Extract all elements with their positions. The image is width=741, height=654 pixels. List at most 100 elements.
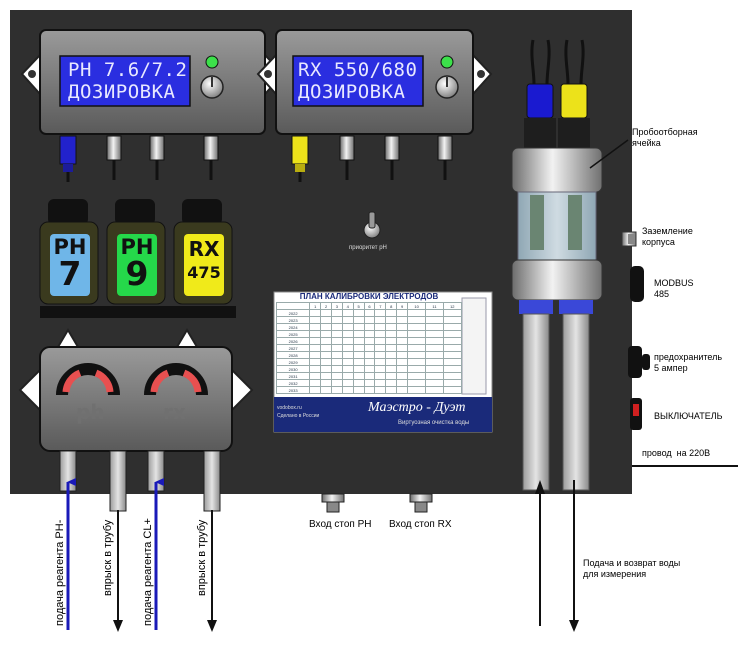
calibration-cell	[341, 337, 354, 345]
ph-electrode-cap	[526, 83, 554, 119]
calibration-cell	[363, 337, 376, 345]
calibration-cell	[341, 358, 354, 366]
calibration-cell	[341, 316, 354, 324]
calibration-cell	[425, 309, 444, 317]
calibration-cell	[330, 379, 343, 387]
calibration-cell	[396, 386, 408, 394]
calibration-cell	[352, 386, 365, 394]
calibration-cell	[341, 323, 354, 331]
calibration-cell	[374, 344, 387, 352]
calibration-month-6: 6	[363, 302, 376, 310]
calibration-cell	[442, 337, 463, 345]
rx-lcd-line2: ДОЗИРОВКА	[298, 81, 406, 103]
calibration-year-2032: 2032	[275, 379, 311, 387]
calibration-cell	[330, 351, 343, 359]
calibration-cell	[341, 372, 354, 380]
calibration-cell	[352, 330, 365, 338]
switch-label: ВЫКЛЮЧАТЕЛЬ	[654, 411, 723, 421]
calibration-cell	[320, 351, 332, 359]
calibration-cell	[320, 379, 332, 387]
calibration-year-row: 2032	[275, 379, 463, 387]
calibration-cell	[341, 351, 354, 359]
bottle-1-bottom: 7	[58, 254, 82, 293]
priority-switch[interactable]	[363, 211, 381, 239]
inject-2-label: впрыск в трубу	[196, 519, 208, 596]
modbus-connector	[630, 266, 644, 302]
calibration-year-2024: 2024	[275, 323, 311, 331]
calibration-cell	[320, 309, 332, 317]
calibration-cell	[330, 344, 343, 352]
calibration-cell	[396, 351, 408, 359]
power-label: провод на 220В	[642, 448, 711, 458]
calibration-cell	[374, 365, 387, 373]
rx-lcd-screen	[292, 55, 424, 107]
calibration-cell	[396, 309, 408, 317]
bottle-2-bottom: 9	[125, 254, 149, 293]
calibration-cell	[442, 386, 463, 394]
calibration-cell	[352, 365, 365, 373]
bottle-2-top: PH	[120, 235, 154, 259]
calibration-cell	[425, 386, 444, 394]
calibration-cell	[442, 379, 463, 387]
calibration-cell	[406, 358, 427, 366]
calibration-cell	[363, 365, 376, 373]
calibration-cell	[442, 358, 463, 366]
stop-ph-label: Вход стоп PH	[309, 519, 372, 530]
ph-status-led	[205, 55, 219, 69]
calibration-cell	[309, 386, 322, 394]
calibration-cell	[425, 344, 444, 352]
calibration-year-2030: 2030	[275, 365, 311, 373]
calibration-year-row: 2030	[275, 365, 463, 373]
calibration-cell	[309, 316, 322, 324]
calibration-cell	[341, 344, 354, 352]
calibration-month-7: 7	[374, 302, 387, 310]
fuse-holder	[628, 346, 650, 378]
calibration-cell	[309, 372, 322, 380]
calibration-cell	[320, 323, 332, 331]
calibration-cell	[363, 372, 376, 380]
calibration-cell	[406, 351, 427, 359]
calibration-cell	[385, 323, 398, 331]
calibration-cell	[363, 344, 376, 352]
calibration-cell	[320, 365, 332, 373]
calibration-cell	[309, 379, 322, 387]
calibration-cell	[352, 344, 365, 352]
calibration-year-2031: 2031	[275, 372, 311, 380]
rx-controller	[256, 29, 493, 135]
pump-rx-label: rx	[163, 400, 186, 424]
calibration-cell	[406, 386, 427, 394]
calibration-cell	[406, 379, 427, 387]
pump-fittings	[59, 450, 221, 632]
calibration-cell	[363, 358, 376, 366]
calibration-cell	[406, 337, 427, 345]
calibration-cell	[320, 337, 332, 345]
rx-electrode-cap	[560, 83, 588, 119]
calibration-cell	[442, 365, 463, 373]
calibration-cell	[363, 309, 376, 317]
calibration-cell	[385, 372, 398, 380]
calibration-cell	[341, 309, 354, 317]
water-label: Подача и возврат воды для измерения	[583, 558, 681, 579]
calibration-year-row: 2024	[275, 323, 463, 331]
brand-name: Маэстро - Дуэт	[368, 400, 466, 415]
calibration-footer-site: vodobox.ru	[277, 405, 302, 411]
calibration-cell	[425, 365, 444, 373]
calibration-month-8: 8	[385, 302, 398, 310]
calibration-year-row: 2031	[275, 372, 463, 380]
calibration-cell	[406, 330, 427, 338]
calibration-cell	[352, 316, 365, 324]
calibration-cell	[406, 372, 427, 380]
calibration-year-row: 2025	[275, 330, 463, 338]
calibration-cell	[442, 309, 463, 317]
calibration-cell	[309, 323, 322, 331]
bottle-ph9-label	[117, 234, 157, 296]
calibration-cell	[396, 344, 408, 352]
power-switch[interactable]	[630, 398, 642, 430]
calibration-year-2026: 2026	[275, 337, 311, 345]
priority-label: приоритет pH	[349, 245, 387, 251]
calibration-cell	[396, 372, 408, 380]
calibration-year-row: 2028	[275, 351, 463, 359]
calibration-cell	[352, 337, 365, 345]
calibration-cell	[385, 330, 398, 338]
calibration-cell	[374, 337, 387, 345]
